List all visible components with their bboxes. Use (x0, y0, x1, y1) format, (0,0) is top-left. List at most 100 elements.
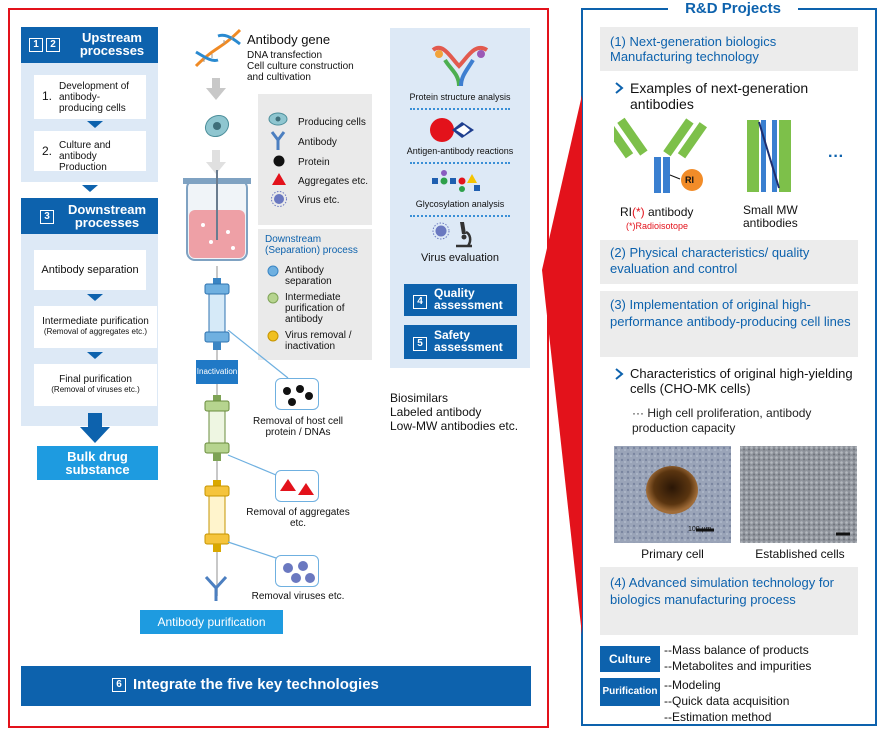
small-mw-label: Small MW antibodies (743, 203, 798, 230)
removal-host-protein: Removal of host cell protein / DNAs (252, 416, 344, 438)
virus-icon (271, 191, 287, 207)
downstream-title: Downstream processes (67, 202, 147, 230)
bulk-drug-substance: Bulk drug substance (37, 446, 158, 480)
upstream-title: Upstream processes (79, 30, 145, 58)
downstream-step-3: Final purification (Removal of viruses e… (34, 364, 157, 406)
next-gen-examples-title: Examples of next-generation antibodies (630, 80, 809, 112)
ri-note: (*)Radioisotope (626, 221, 689, 231)
established-cells-caption: Established cells (755, 547, 845, 561)
ri-antibody-label: RI(*) antibody (620, 205, 694, 219)
final-antibody-icon (204, 575, 228, 601)
inactivation-label: Inactivation (196, 360, 238, 384)
culture-label: Culture (600, 646, 660, 672)
down-arrow-icon (82, 185, 98, 192)
upstream-step-1: 1. Development of antibody-producing cel… (34, 75, 146, 119)
culture-items: --Mass balance of products --Metabolites… (664, 643, 812, 673)
quality-assessment: 4 Quality assessment (404, 284, 517, 316)
connector-triangle (542, 95, 582, 635)
step-num-5: 5 (413, 337, 427, 351)
rd-project-3: (3) Implementation of original high-perf… (600, 291, 858, 357)
microscope-icon (456, 222, 472, 248)
purification-items: --Modeling --Quick data acquisition --Es… (664, 678, 790, 724)
gene-lines: DNA transfection Cell culture constructi… (247, 50, 354, 83)
gray-down-arrow-icon (206, 150, 226, 174)
bioreactor-icon (183, 170, 251, 261)
upstream-step-2: 2. Culture and antibody Production (34, 131, 146, 173)
host-protein-box (275, 378, 319, 410)
green-column-icon (204, 395, 230, 461)
dna-icon (194, 28, 242, 68)
more-ellipsis: ··· (828, 148, 844, 165)
removal-connectors (227, 330, 289, 563)
legend-antibody: Antibody (298, 137, 337, 148)
blue-column-icon (204, 278, 230, 350)
rd-project-2: (2) Physical characteristics/ quality ev… (600, 240, 858, 284)
down-arrow-icon (87, 121, 103, 128)
aggregates-icon (272, 173, 286, 185)
down-arrow-icon (87, 352, 103, 359)
antibody-gene-title: Antibody gene (247, 32, 331, 47)
small-mw-antibody-icon (747, 120, 791, 192)
safety-assessment: 5 Safety assessment (404, 325, 517, 359)
ds-item-separation: Antibody separation (285, 265, 332, 287)
producing-cell-icon (204, 114, 230, 138)
radioisotope-badge-icon (681, 169, 703, 191)
antigen-antibody-icon (430, 118, 474, 142)
ds-item-intermediate: Intermediate purification of antibody (285, 292, 345, 325)
big-down-arrow-icon (80, 413, 110, 443)
scale-bar-label: 100 µm (688, 526, 712, 533)
cho-mk-note: ··· High cell proliferation, antibody pr… (632, 406, 812, 435)
glycosylation-icon (432, 170, 480, 192)
blue-dot-icon (267, 265, 279, 277)
integrate-label: Integrate the five key technologies (133, 676, 379, 693)
dotted-divider (410, 215, 510, 217)
removal-aggregates: Removal of aggregates etc. (246, 507, 350, 529)
downstream-header: 3 Downstream processes (21, 198, 158, 234)
integrate-bar: 6 Integrate the five key technologies (21, 666, 531, 706)
chevron-right-icon (615, 82, 624, 94)
antibody-icon (270, 131, 286, 150)
legend-aggregates: Aggregates etc. (298, 176, 369, 187)
ri-antibody-icon (614, 117, 707, 193)
analysis-virus-evaluation: Virus evaluation (420, 252, 500, 264)
protein-icon (273, 155, 285, 167)
virus-eval-icon (432, 222, 450, 240)
producing-cells-icon (268, 112, 288, 126)
step-num-6: 6 (112, 678, 126, 692)
primary-cell-caption: Primary cell (641, 547, 704, 561)
rd-title: R&D Projects (668, 0, 798, 18)
protein-structure-icon (431, 46, 489, 87)
legend-virus: Virus etc. (298, 195, 340, 206)
established-cells-image (740, 446, 857, 543)
chevron-right-icon (615, 368, 624, 380)
ds-item-virus: Virus removal / inactivation (285, 330, 352, 352)
legend-producing-cells: Producing cells (298, 117, 366, 128)
analysis-antigen-antibody: Antigen-antibody reactions (406, 146, 514, 156)
green-dot-icon (267, 292, 279, 304)
step-num-2: 2 (46, 38, 60, 52)
step-num-3: 3 (40, 210, 54, 224)
step-num-1: 1 (29, 38, 43, 52)
antibody-purification: Antibody purification (140, 610, 283, 634)
down-arrow-icon (87, 294, 103, 301)
analysis-glycosylation: Glycosylation analysis (415, 199, 505, 209)
viruses-box (275, 555, 319, 587)
ds-legend-title: Downstream (Separation) process (265, 234, 358, 256)
purification-label: Purification (600, 678, 660, 706)
left-panel-frame (8, 8, 549, 728)
ri-badge-text: RI (685, 175, 694, 185)
removal-viruses: Removal viruses etc. (251, 591, 345, 602)
other-applications: Biosimilars Labeled antibody Low-MW anti… (390, 391, 519, 433)
dotted-divider (410, 108, 510, 110)
step-num-4: 4 (413, 295, 427, 309)
yellow-column-icon (204, 480, 230, 552)
cho-mk-title: Characteristics of original high-yieldin… (630, 366, 853, 396)
downstream-step-2: Intermediate purification (Removal of ag… (34, 306, 157, 348)
aggregates-box (275, 470, 319, 502)
downstream-step-1: Antibody separation (34, 250, 146, 290)
gray-down-arrow-icon (206, 78, 226, 100)
rd-project-4: (4) Advanced simulation technology for b… (600, 567, 858, 635)
legend-protein: Protein (298, 157, 330, 168)
primary-cell-image (614, 446, 731, 543)
